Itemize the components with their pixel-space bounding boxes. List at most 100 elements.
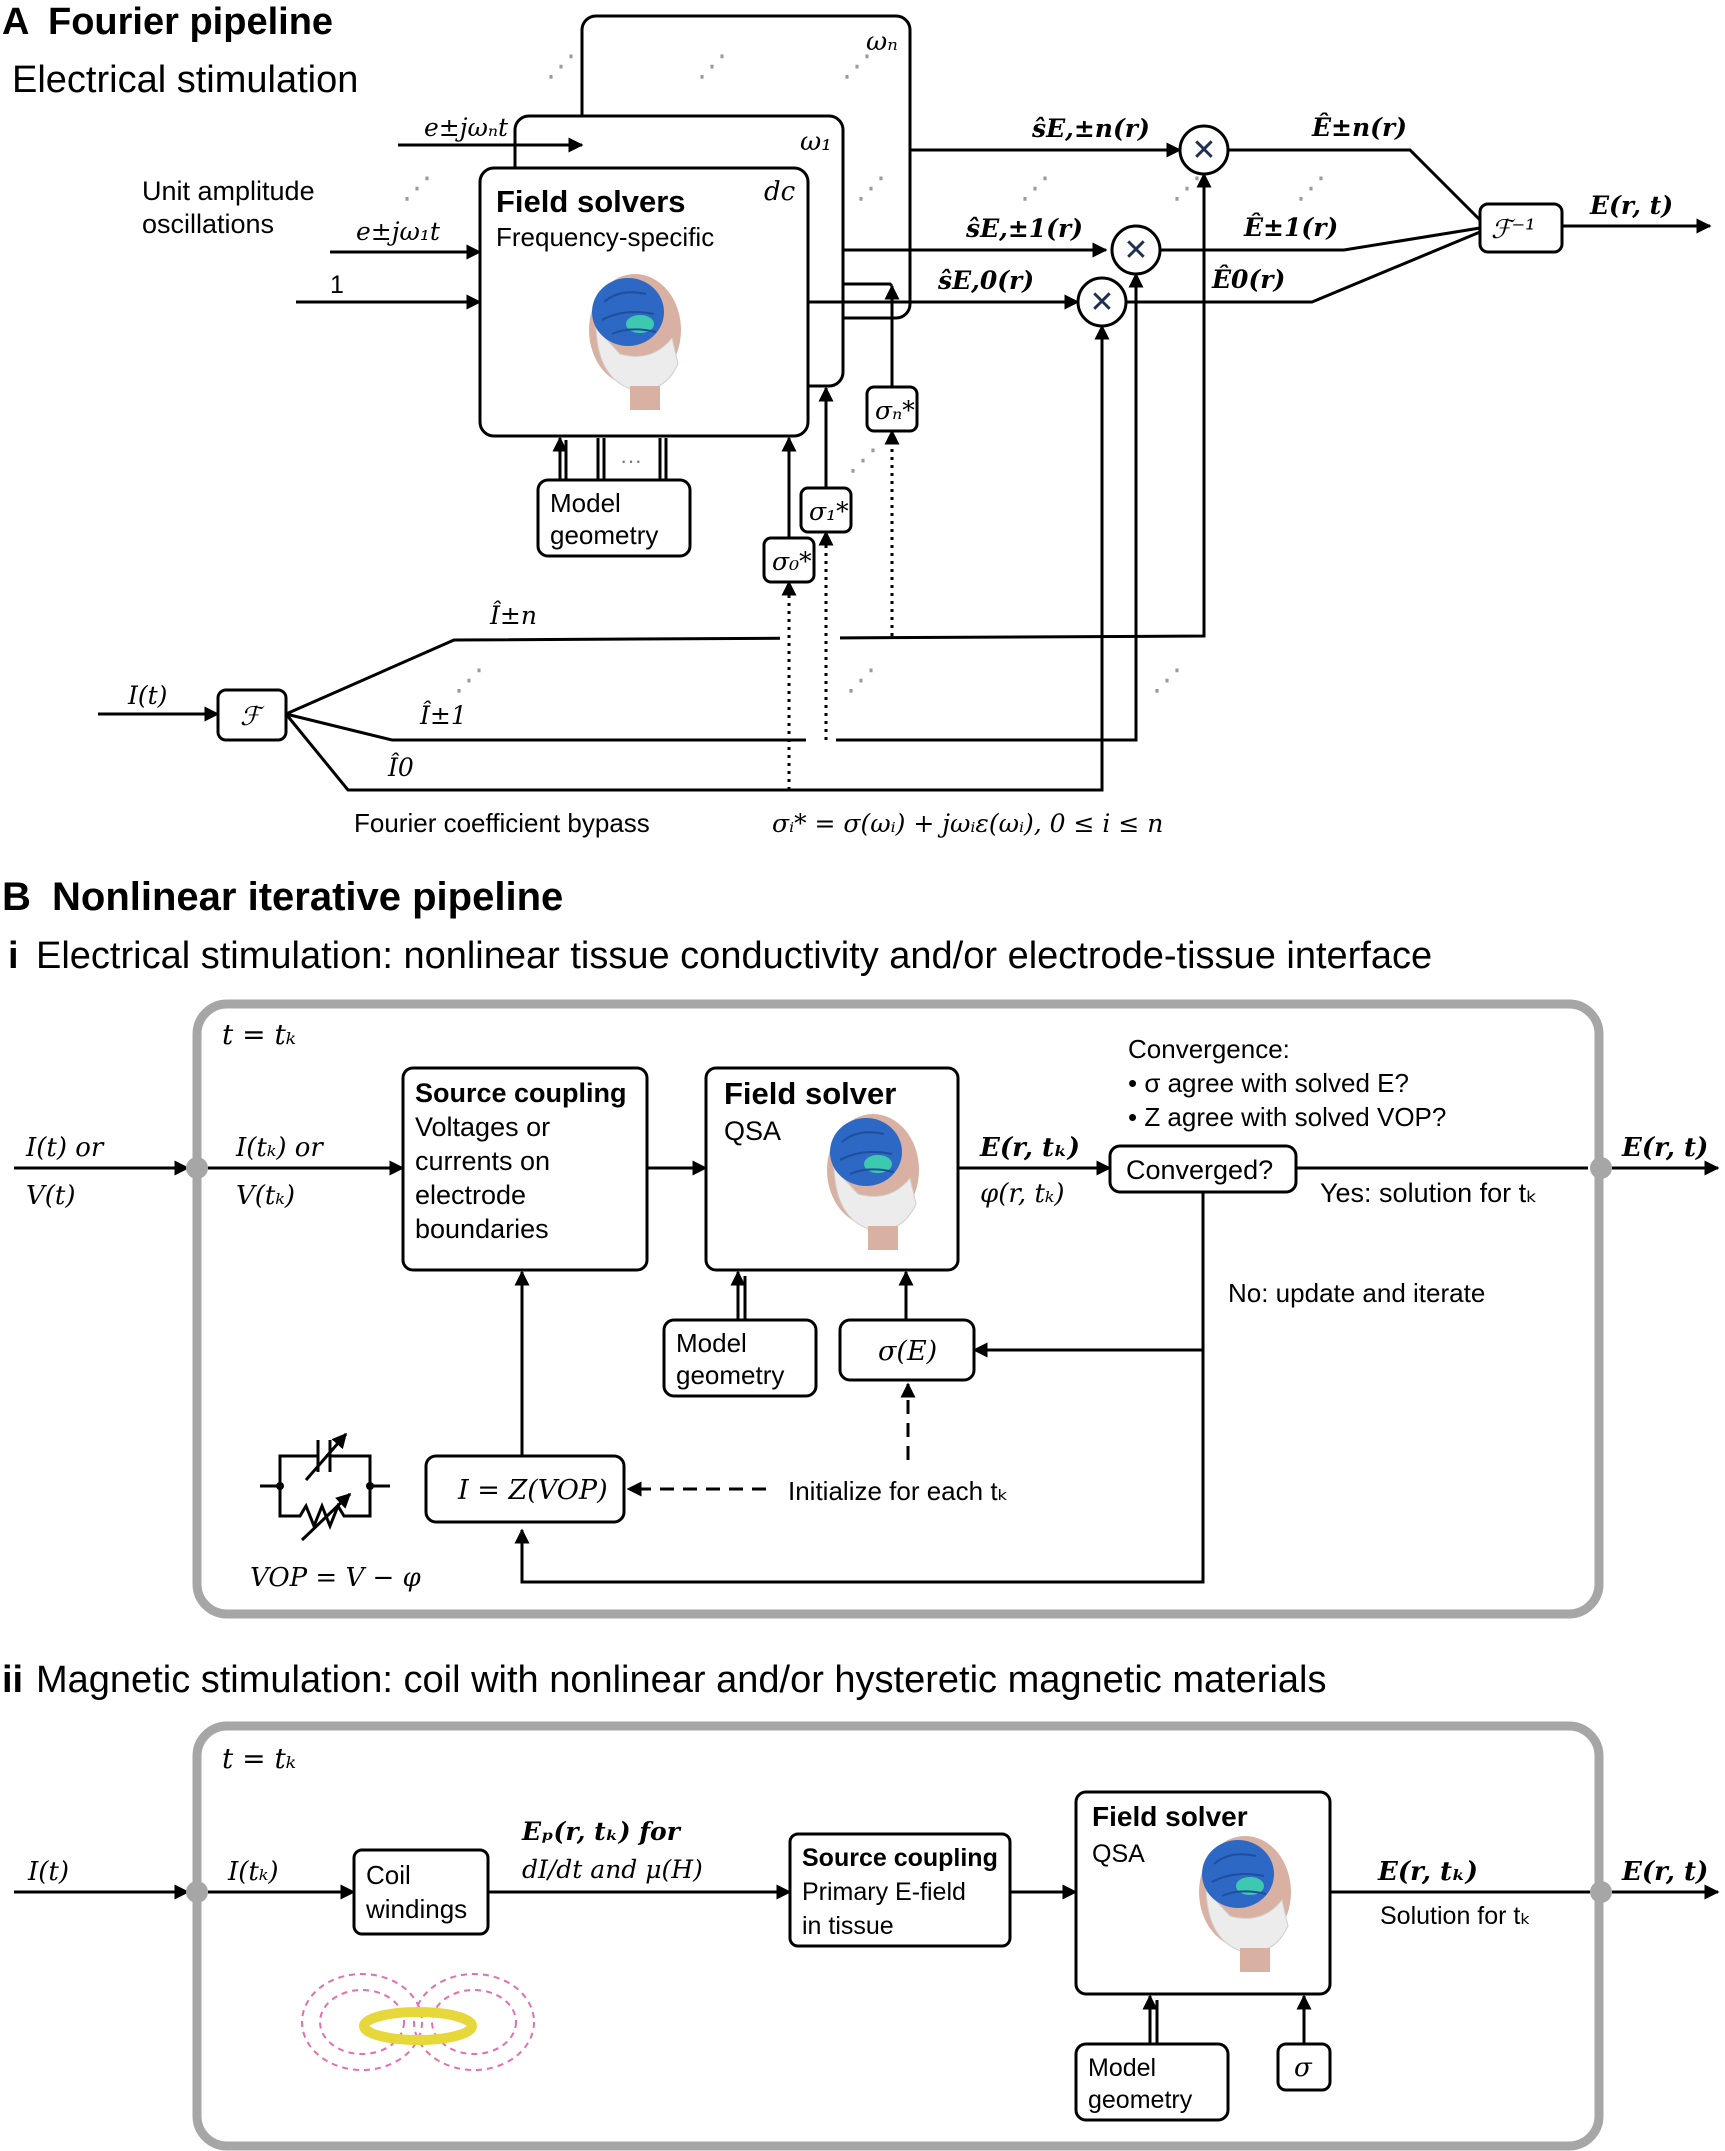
tag-dc: dc [764, 177, 796, 207]
no-label: No: update and iterate [1228, 1278, 1485, 1308]
field-solver-sub-ii: QSA [1092, 1840, 1145, 1868]
circuit-symbol-icon [260, 1432, 390, 1542]
model-geometry-i-line2: geometry [676, 1360, 784, 1390]
tag-omega-1: ω₁ [800, 127, 832, 157]
inverse-fourier-label: ℱ⁻¹ [1491, 215, 1536, 245]
input-I-label: I(t) [127, 681, 167, 710]
field-solvers-title: Field solvers [496, 184, 686, 219]
iteration-frame-ii [192, 1721, 1604, 2151]
vop-label: VOP = V − φ [250, 1563, 422, 1593]
inverse-fourier-icon [1478, 202, 1564, 254]
phi-tk-label: φ(r, tₖ) [980, 1179, 1065, 1209]
En-line [1228, 148, 1482, 222]
E1-label: Ê±1(r) [1243, 213, 1338, 242]
E0-label: Ê0(r) [1211, 265, 1285, 294]
bypass-label: Fourier coefficient bypass [354, 808, 650, 838]
sigma-E-label: σ(E) [878, 1336, 937, 1367]
model-geometry-ii-line1: Model [1088, 2054, 1156, 2082]
panel-a-title: Fourier pipeline [48, 1, 333, 43]
field-solvers-subtitle: Frequency-specific [496, 222, 714, 252]
source-coupling-title-ii: Source coupling [802, 1844, 998, 1872]
field-solver-title-ii: Field solver [1092, 1801, 1248, 1832]
source-coupling-box-ii [788, 1832, 1012, 1948]
coil-field-icon [301, 1973, 535, 2071]
model-geometry-box-i [662, 1318, 818, 1398]
E0-line [1126, 230, 1481, 304]
input-k-ii-label: I(tₖ) [227, 1857, 279, 1887]
ellipsis-icon: ··· [620, 448, 642, 473]
model-geometry-line1: Model [550, 488, 621, 518]
time-step-i: t = tₖ [222, 1018, 296, 1051]
E-tk-label: E(r, tₖ) [979, 1133, 1080, 1163]
In-label: Î±n [489, 601, 537, 630]
model-geometry-box [536, 478, 692, 558]
svg-text:✕: ✕ [1123, 234, 1148, 267]
ellipsis-icon: ⋰ [856, 171, 886, 206]
output-i-label: E(r, t) [1621, 1133, 1708, 1163]
iteration-frame-i [192, 999, 1604, 1619]
coil-windings-line1: Coil [366, 1860, 411, 1890]
model-geometry-ii-line2: geometry [1088, 2086, 1193, 2114]
unit-amplitude-label-line1: Unit amplitude [142, 176, 315, 206]
svg-text:✕: ✕ [1089, 286, 1114, 319]
source-coupling-ii-line1: Primary E-field [802, 1878, 966, 1906]
ellipsis-icon: ⋰ [546, 49, 576, 84]
panel-b-letter: B [2, 875, 31, 919]
source-coupling-body-line1: Voltages or [415, 1112, 550, 1142]
ellipsis-icon: ⋰ [402, 171, 432, 206]
model-geometry-box-ii [1074, 2042, 1230, 2122]
line-gap [806, 724, 836, 754]
source-coupling-body-line2: currents on [415, 1146, 550, 1176]
source-coupling-title: Source coupling [415, 1078, 627, 1108]
input-omega-1-label: e±jω₁t [356, 217, 441, 246]
input-i-label2: V(t) [26, 1181, 76, 1211]
field-solver-title-i: Field solver [724, 1076, 896, 1111]
sigma0-label: σ₀* [772, 547, 812, 576]
yes-label: Yes: solution for tₖ [1320, 1178, 1538, 1208]
input-ii-label: I(t) [27, 1857, 69, 1887]
ellipsis-icon: ⋰ [848, 443, 878, 478]
tag-omega-n: ωₙ [866, 27, 898, 57]
input-omega-n-label: e±jωₙt [424, 113, 509, 142]
unit-amplitude-label-line2: oscillations [142, 209, 274, 239]
coil-windings-line2: windings [365, 1894, 467, 1924]
frame-port [186, 1881, 208, 1903]
sub-ii-label: ii [2, 1659, 23, 1701]
I0-path [284, 324, 1110, 792]
ellipsis-icon: ⋰ [454, 663, 484, 698]
convergence-item-2: • Z agree with solved VOP? [1128, 1102, 1446, 1132]
ep-label-line1: Eₚ(r, tₖ) for [521, 1817, 682, 1846]
sub-ii-title: Magnetic stimulation: coil with nonlinea… [36, 1659, 1326, 1701]
sigma-label-ii: σ [1294, 2053, 1313, 2083]
input-k-label2: V(tₖ) [236, 1181, 295, 1211]
convergence-title: Convergence: [1128, 1034, 1290, 1064]
I1-path [285, 272, 1144, 742]
model-geometry-i-line1: Model [676, 1328, 747, 1358]
panel-b-title: Nonlinear iterative pipeline [52, 875, 563, 919]
E2-tk-label: E(r, tₖ) [1377, 1857, 1478, 1887]
time-step-ii: t = tₖ [222, 1742, 296, 1775]
ellipsis-icon: ⋰ [1296, 171, 1326, 206]
panel-a-subtitle: Electrical stimulation [12, 59, 358, 101]
s0-label: ŝE,0(r) [937, 266, 1034, 295]
ellipsis-icon: ⋰ [842, 49, 872, 84]
ellipsis-icon: ⋰ [846, 663, 876, 698]
solution-label: Solution for tₖ [1380, 1902, 1531, 1930]
multiply-icon: ✕ [1076, 276, 1128, 328]
sigman-label: σₙ* [875, 396, 915, 425]
E1-line [1160, 226, 1481, 252]
multiply-icon: ✕ [1110, 224, 1162, 276]
sigma-definition: σᵢ* = σ(ωᵢ) + jωᵢε(ωᵢ), 0 ≤ i ≤ n [772, 809, 1163, 838]
impedance-box [424, 1454, 626, 1524]
multiply-icon: ✕ [1178, 124, 1230, 176]
sub-i-title: Electrical stimulation: nonlinear tissue… [36, 935, 1432, 977]
init-label: Initialize for each tₖ [788, 1476, 1009, 1506]
sub-i-label: i [8, 935, 19, 977]
converged-label: Converged? [1126, 1155, 1273, 1185]
impedance-label: I = Z(VOP) [457, 1475, 608, 1506]
input-i-label1: I(t) or [25, 1133, 105, 1163]
output-ii-label: E(r, t) [1621, 1857, 1708, 1887]
panel-a-letter: A [2, 1, 29, 43]
source-coupling-body-line4: boundaries [415, 1214, 549, 1244]
